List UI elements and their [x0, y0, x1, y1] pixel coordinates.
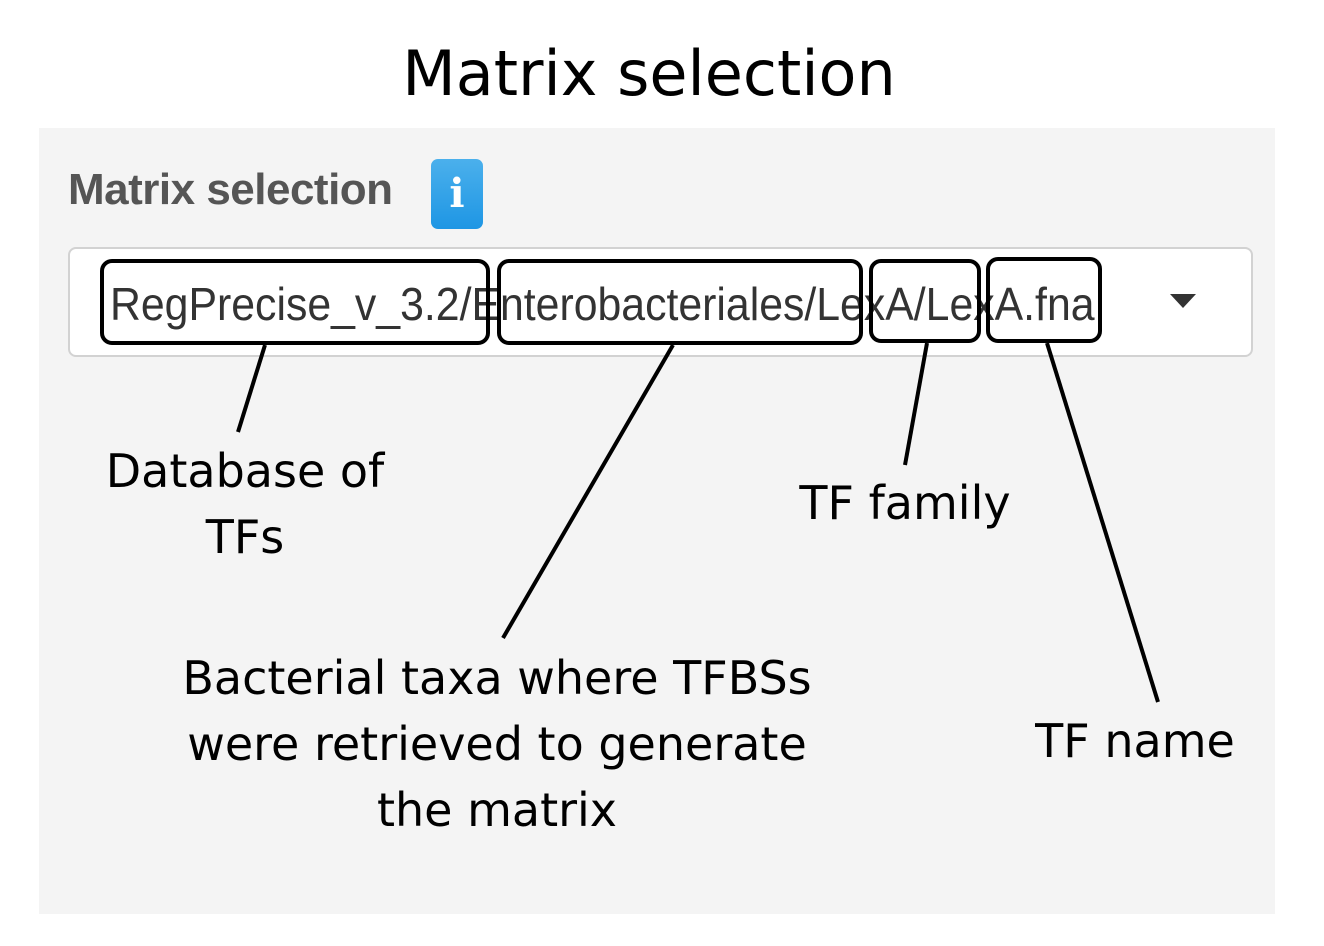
connector-tf-name [1045, 342, 1160, 703]
highlight-tf-name [986, 257, 1102, 343]
highlight-database [100, 259, 490, 345]
info-icon[interactable]: i [431, 159, 483, 229]
connector-tf-family [903, 342, 929, 466]
highlight-taxa [497, 259, 863, 345]
highlight-tf-family [869, 259, 981, 343]
connector-taxa [501, 343, 675, 640]
annotation-taxa: Bacterial taxa where TFBSs were retrieve… [137, 645, 857, 843]
annotation-line: the matrix [376, 783, 618, 837]
matrix-select-value: RegPrecise_v_3.2/Enterobacteriales/LexA/… [110, 278, 1095, 330]
matrix-selection-label: Matrix selection [68, 165, 393, 214]
matrix-select-dropdown[interactable] [68, 247, 1253, 357]
diagram-title: Matrix selection [402, 37, 896, 110]
annotation-line: Bacterial taxa where TFBSs [182, 651, 812, 705]
annotation-tf-name: TF name [1035, 714, 1235, 768]
connector-database [236, 344, 267, 433]
annotation-tf-family: TF family [799, 476, 1011, 530]
chevron-down-icon[interactable] [1170, 294, 1196, 308]
annotation-line: Database of [105, 444, 385, 498]
annotation-database: Database of TFs [85, 438, 405, 570]
annotation-line: were retrieved to generate [187, 717, 807, 771]
annotation-line: TFs [205, 510, 285, 564]
